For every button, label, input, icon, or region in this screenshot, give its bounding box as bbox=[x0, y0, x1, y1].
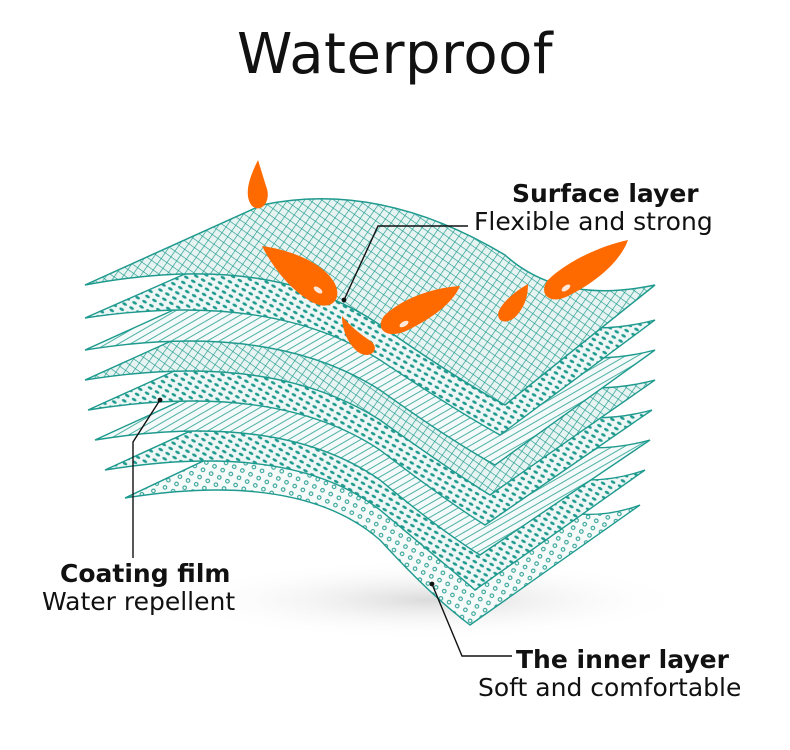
water-droplet-icon bbox=[342, 316, 375, 355]
layer-surface bbox=[84, 198, 656, 406]
leader-lines bbox=[132, 225, 512, 657]
leader-coating-dot bbox=[157, 397, 163, 403]
water-droplet-icon bbox=[498, 284, 528, 322]
callout-inner-layer: The inner layer Soft and comfortable bbox=[478, 646, 741, 701]
leader-coating bbox=[132, 399, 161, 558]
leader-inner bbox=[431, 583, 512, 657]
callout-inner-heading: The inner layer bbox=[516, 645, 729, 674]
callout-coating-film: Coating film Water repellent bbox=[42, 560, 235, 615]
leader-surface bbox=[343, 225, 468, 301]
callout-surface-layer: Surface layer Flexible and strong bbox=[474, 180, 713, 235]
page-title: Waterproof bbox=[236, 22, 554, 87]
water-droplet-icon bbox=[247, 160, 268, 209]
callout-surface-subtitle: Flexible and strong bbox=[474, 206, 713, 236]
water-droplet-icon bbox=[380, 286, 460, 335]
leader-inner-dot bbox=[429, 581, 435, 587]
callout-coating-subtitle: Water repellent bbox=[42, 586, 236, 616]
callout-surface-heading: Surface layer bbox=[512, 179, 699, 208]
leader-surface-dot bbox=[341, 297, 347, 303]
callout-coating-heading: Coating film bbox=[60, 559, 231, 588]
callout-inner-subtitle: Soft and comfortable bbox=[478, 672, 742, 702]
water-droplet-icon bbox=[544, 240, 628, 300]
fabric-shadow bbox=[170, 560, 690, 640]
